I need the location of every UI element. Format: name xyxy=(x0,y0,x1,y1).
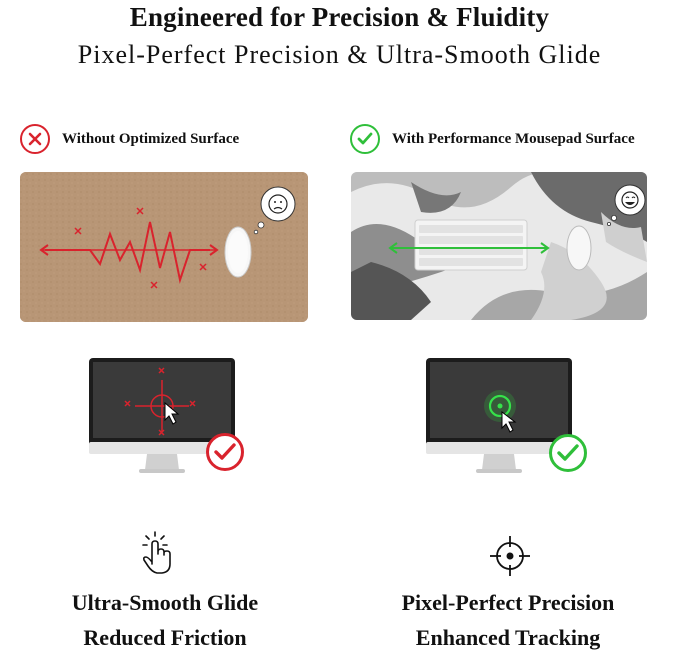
feature-right-line2: Enhanced Tracking xyxy=(415,625,601,650)
page-title: Engineered for Precision & Fluidity xyxy=(129,2,550,32)
cork-surface-pad xyxy=(20,172,308,322)
monitor-precise xyxy=(426,358,576,478)
crosshair-icon xyxy=(488,534,532,578)
with-surface-label-row: With Performance Mousepad Surface xyxy=(350,124,635,154)
without-surface-label-row: Without Optimized Surface xyxy=(20,124,239,154)
x-circle-icon xyxy=(20,124,50,154)
with-surface-label: With Performance Mousepad Surface xyxy=(392,130,635,147)
without-surface-label: Without Optimized Surface xyxy=(62,130,240,147)
page-subtitle: Pixel-Perfect Precision & Ultra-Smooth G… xyxy=(77,40,602,69)
feature-left-line1: Ultra-Smooth Glide xyxy=(71,590,259,615)
performance-mousepad xyxy=(351,172,647,320)
check-circle-icon xyxy=(350,124,380,154)
check-circle-red-icon xyxy=(206,433,244,471)
monitor-imprecise xyxy=(89,358,239,478)
feature-left-line2: Reduced Friction xyxy=(83,625,247,650)
check-circle-green-icon xyxy=(549,434,587,472)
feature-right-line1: Pixel-Perfect Precision xyxy=(401,590,615,615)
touch-hand-icon xyxy=(138,530,178,576)
